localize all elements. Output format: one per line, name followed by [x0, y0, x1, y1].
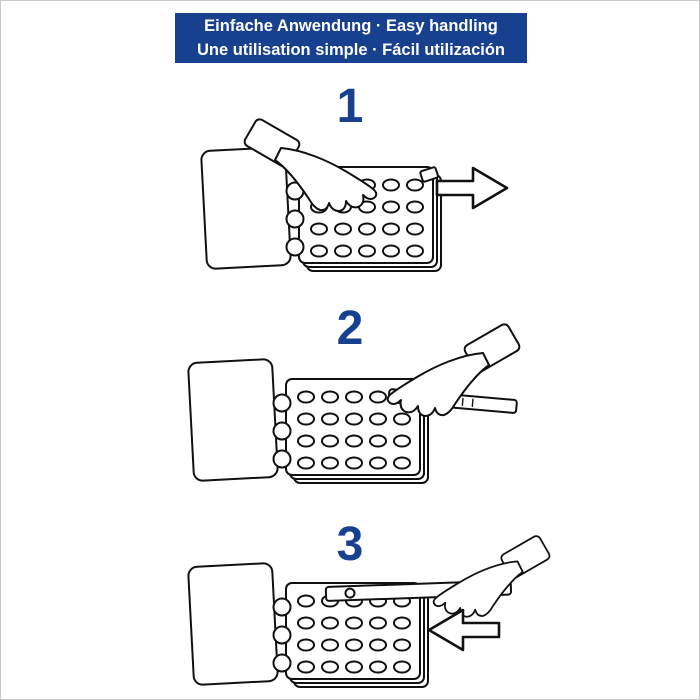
album-icon: [186, 357, 429, 484]
step-number-2: 2: [336, 302, 364, 355]
album-icon: [186, 561, 429, 688]
header-line-1: Einfache Anwendung · Easy handling: [204, 16, 498, 35]
step1-illustration: [199, 116, 509, 272]
step2-illustration: [186, 321, 523, 484]
step-number-1: 1: [336, 80, 364, 133]
strip-tab-icon: [419, 166, 439, 183]
header-band: Einfache Anwendung · Easy handling Une u…: [175, 13, 527, 63]
arrow-left-icon: [427, 608, 501, 652]
step-number-3: 3: [336, 518, 364, 571]
arrow-right-icon: [435, 166, 509, 210]
step3-illustration: [186, 533, 552, 688]
header-line-2: Une utilisation simple · Fácil utilizaci…: [196, 40, 506, 59]
